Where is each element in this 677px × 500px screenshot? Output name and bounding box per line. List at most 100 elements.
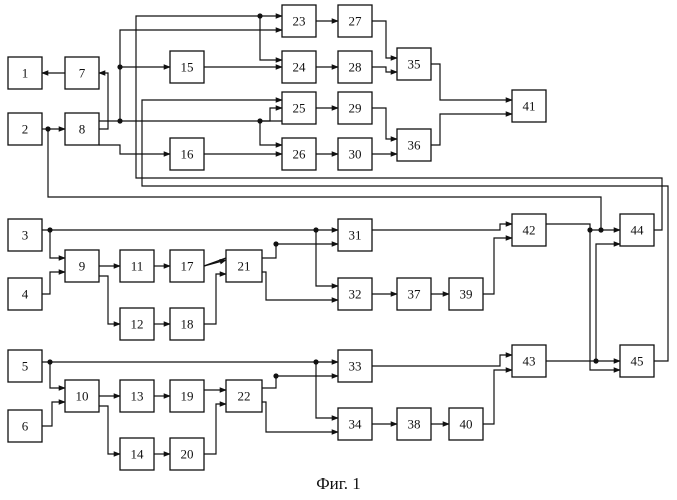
block-9-label: 9 (79, 259, 86, 274)
block-26-label: 26 (293, 147, 307, 162)
connector-61 (546, 244, 620, 361)
block-25-label: 25 (293, 101, 306, 116)
block-28-label: 28 (349, 60, 362, 75)
block-23: 23 (282, 5, 316, 37)
block-24-label: 24 (293, 60, 307, 75)
connector-17 (372, 108, 397, 139)
connector-34 (204, 260, 226, 266)
block-17: 17 (170, 250, 204, 282)
block-5-label: 5 (22, 359, 29, 374)
connector-56 (316, 362, 338, 418)
connector-35 (204, 274, 226, 324)
block-1-label: 1 (22, 66, 29, 81)
block-11-label: 11 (131, 259, 144, 274)
block-15-label: 15 (181, 60, 194, 75)
block-15: 15 (170, 51, 204, 83)
block-42: 42 (512, 214, 546, 246)
connector-9 (260, 121, 282, 145)
block-14-label: 14 (131, 447, 145, 462)
block-44-label: 44 (631, 223, 645, 238)
junction-dot-4 (257, 118, 262, 123)
block-36: 36 (397, 129, 431, 161)
junction-dot-12 (587, 227, 592, 232)
block-12-label: 12 (131, 317, 144, 332)
connector-55 (262, 402, 338, 432)
block-6: 6 (8, 410, 42, 442)
block-25: 25 (282, 92, 316, 124)
block-29-label: 29 (349, 101, 362, 116)
block-28: 28 (338, 51, 372, 83)
junction-dot-14 (598, 227, 603, 232)
block-18: 18 (170, 308, 204, 340)
block-39: 39 (449, 278, 483, 310)
block-21: 21 (226, 250, 262, 282)
block-7: 7 (65, 57, 99, 89)
block-19: 19 (170, 380, 204, 412)
junction-dot-3 (257, 13, 262, 18)
connector-49 (99, 406, 120, 454)
block-29: 29 (338, 92, 372, 124)
connector-39 (372, 224, 512, 230)
block-20: 20 (170, 438, 204, 470)
block-27: 27 (338, 5, 372, 37)
block-13: 13 (120, 380, 154, 412)
block-1: 1 (8, 57, 42, 89)
block-41-label: 41 (523, 99, 536, 114)
connector-4 (99, 145, 170, 154)
block-4: 4 (8, 278, 42, 310)
block-2-label: 2 (22, 122, 29, 137)
connector-43 (546, 224, 620, 230)
block-44: 44 (620, 214, 654, 246)
connector-16 (372, 67, 397, 72)
block-32: 32 (338, 278, 372, 310)
junction-dot-2 (117, 118, 122, 123)
connector-53 (204, 404, 226, 454)
block-37-label: 37 (408, 287, 422, 302)
block-3-label: 3 (22, 228, 29, 243)
junction-dot-8 (273, 241, 278, 246)
blocks: 1234567891011121314151617181920212223242… (8, 5, 654, 470)
connector-19 (431, 64, 512, 100)
connector-38 (316, 230, 338, 286)
connector-3 (99, 67, 170, 121)
block-12: 12 (120, 308, 154, 340)
junction-dot-10 (313, 359, 318, 364)
block-10-label: 10 (76, 389, 89, 404)
connector-20 (431, 114, 512, 145)
block-22-label: 22 (238, 389, 251, 404)
block-33-label: 33 (349, 359, 362, 374)
figure-caption: Фиг. 1 (0, 474, 677, 494)
block-35-label: 35 (408, 57, 421, 72)
block-8: 8 (65, 113, 99, 145)
block-36-label: 36 (408, 138, 422, 153)
connector-15 (372, 21, 397, 58)
block-37: 37 (397, 278, 431, 310)
block-20-label: 20 (181, 447, 194, 462)
block-30-label: 30 (349, 147, 362, 162)
block-3: 3 (8, 219, 42, 251)
block-45: 45 (620, 345, 654, 377)
junction-dot-6 (47, 227, 52, 232)
connector-46 (42, 402, 65, 426)
block-6-label: 6 (22, 419, 29, 434)
block-42-label: 42 (523, 223, 536, 238)
connector-27 (42, 272, 65, 294)
block-13-label: 13 (131, 389, 144, 404)
connector-45 (42, 362, 65, 388)
block-45-label: 45 (631, 354, 644, 369)
block-41: 41 (512, 90, 546, 122)
connector-42 (483, 238, 512, 294)
connector-57 (372, 355, 512, 366)
junction-dot-7 (313, 227, 318, 232)
block-24: 24 (282, 51, 316, 83)
block-27-label: 27 (349, 14, 363, 29)
junction-dot-5 (45, 126, 50, 131)
block-10: 10 (65, 380, 99, 412)
block-7-label: 7 (79, 66, 86, 81)
block-33: 33 (338, 350, 372, 382)
block-23-label: 23 (293, 14, 306, 29)
block-21-label: 21 (238, 259, 251, 274)
block-14: 14 (120, 438, 154, 470)
connector-30 (99, 276, 120, 324)
block-22: 22 (226, 380, 262, 412)
